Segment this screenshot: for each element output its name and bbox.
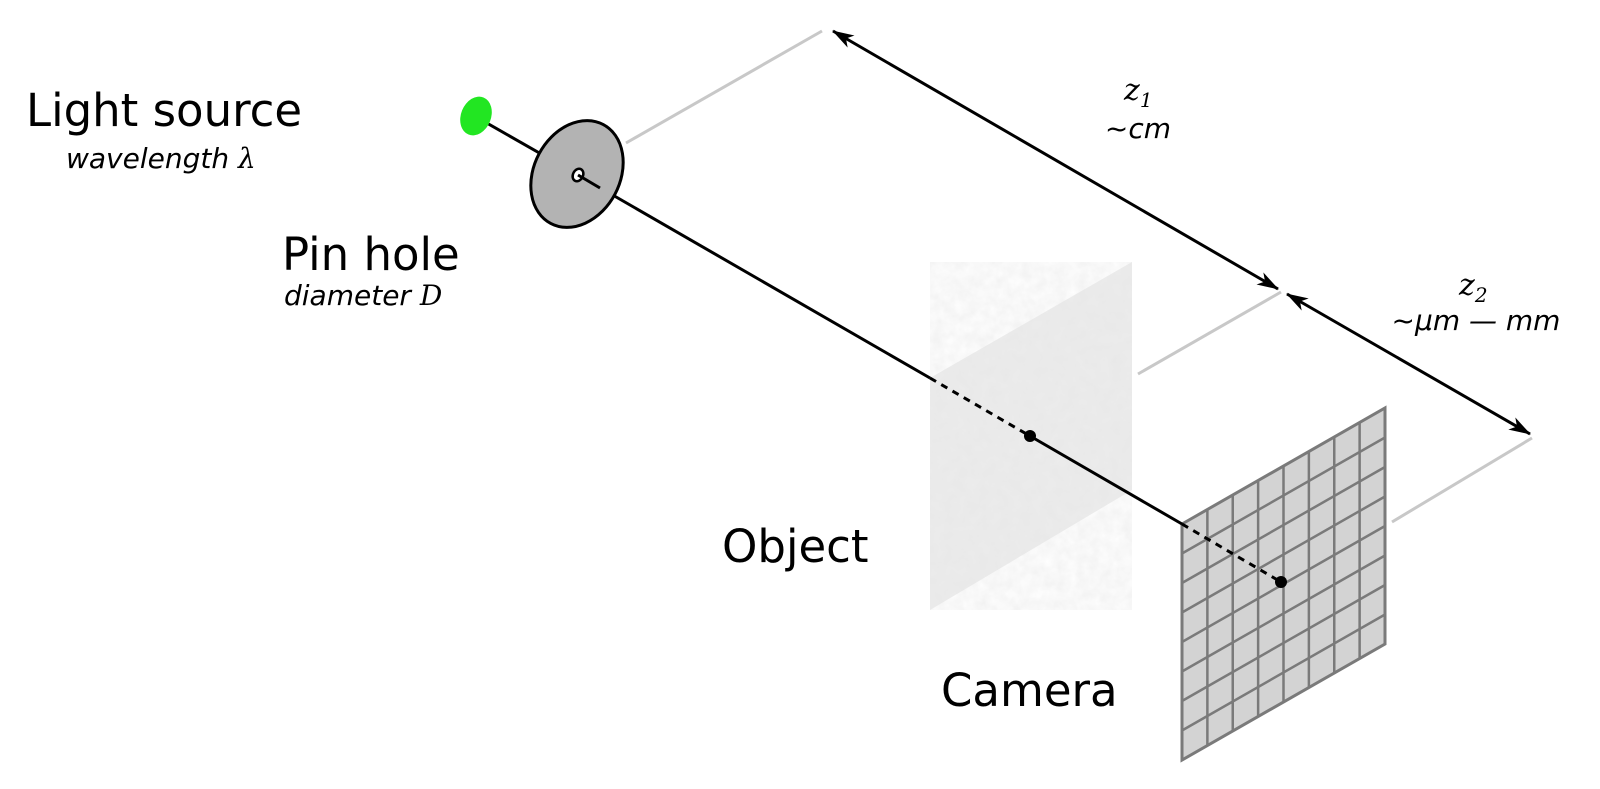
camera-grid-row-line <box>1181 583 1386 703</box>
light-source-subtitle: wavelength λ <box>66 142 256 175</box>
object-title: Object <box>722 520 869 573</box>
camera-title: Camera <box>941 664 1118 717</box>
camera-extension-line <box>1391 436 1533 524</box>
pinhole-extension-line <box>625 29 823 145</box>
z1-symbol: z1 <box>1123 73 1153 112</box>
z2-scale: ~μm — mm <box>1392 304 1561 337</box>
beam-through-camera <box>1181 522 1282 584</box>
pin-hole-subtitle: diameter D <box>284 279 442 312</box>
beam-pinhole-to-object <box>577 173 931 380</box>
pin-hole-title: Pin hole <box>282 228 460 281</box>
object-beam-point <box>1024 430 1036 442</box>
z1-dimension-arrow <box>832 29 1279 291</box>
camera-grid-row-line <box>1181 613 1386 732</box>
camera-grid-row-line <box>1181 554 1386 673</box>
extension-lines <box>625 29 1533 524</box>
camera-beam-point <box>1275 576 1287 588</box>
light-source-title: Light source <box>26 84 302 137</box>
object-extension-line <box>1137 290 1282 376</box>
z1-scale: ~cm <box>1105 112 1171 145</box>
pin-hole-disk <box>529 119 625 229</box>
beam-through-object <box>929 376 1031 438</box>
z2-symbol: z2 <box>1458 268 1488 307</box>
beam-object-to-camera <box>1029 434 1183 526</box>
light-source-icon <box>460 96 492 136</box>
z2-dimension-arrow <box>1286 292 1531 436</box>
